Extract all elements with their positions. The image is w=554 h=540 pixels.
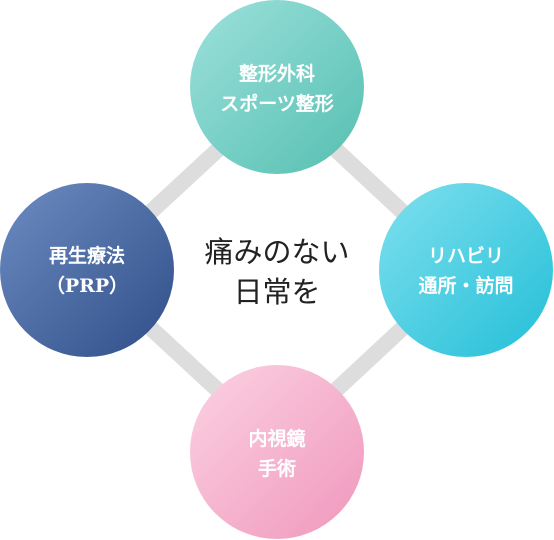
node-regenerative-therapy-circle	[0, 183, 174, 357]
node-rehabilitation-circle	[379, 183, 553, 357]
node-orthopedics-label-line1: 整形外科	[239, 62, 315, 85]
node-orthopedics-circle	[190, 0, 364, 174]
node-orthopedics[interactable]: 整形外科 スポーツ整形	[190, 0, 364, 174]
center-text-line2: 日常を	[233, 275, 320, 309]
node-endoscopic-surgery-circle	[190, 365, 364, 539]
node-endoscopic-surgery[interactable]: 内視鏡 手術	[190, 365, 364, 539]
node-endoscopic-surgery-label-line2: 手術	[258, 457, 296, 480]
node-rehabilitation-label-line2: 通所・訪問	[418, 274, 513, 297]
node-regenerative-therapy-label-line2: （PRP）	[46, 274, 128, 297]
node-endoscopic-surgery-label-line1: 内視鏡	[248, 427, 305, 450]
center-text-line1: 痛みのない	[204, 235, 349, 269]
node-orthopedics-label-line2: スポーツ整形	[220, 92, 334, 115]
node-rehabilitation-label-line1: リハビリ	[428, 245, 504, 267]
node-regenerative-therapy[interactable]: 再生療法 （PRP）	[0, 183, 174, 357]
node-rehabilitation[interactable]: リハビリ 通所・訪問	[379, 183, 553, 357]
node-regenerative-therapy-label-line1: 再生療法	[49, 244, 125, 267]
